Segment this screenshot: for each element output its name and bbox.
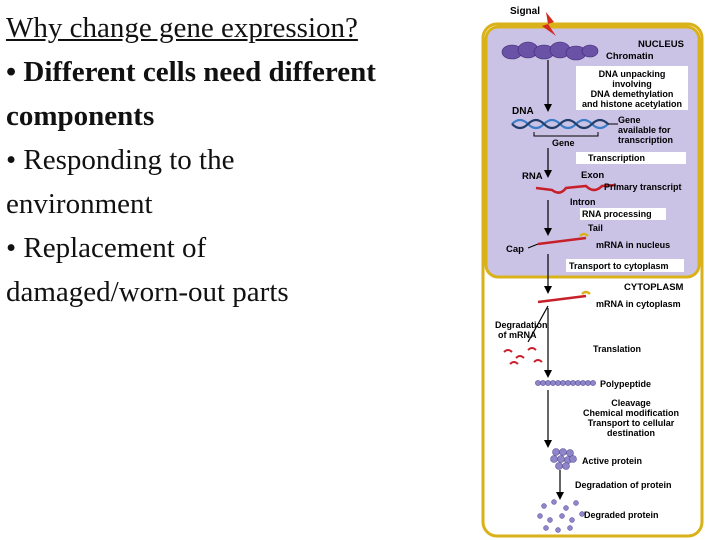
gene-bracket [533,132,599,137]
arrowhead-icon [544,228,552,236]
translation-box [576,342,680,356]
cytoplasm-outline [481,22,704,538]
polypeptide-chain [535,380,596,386]
mrna-cytoplasm-strand [537,294,587,304]
transport-box [566,259,684,272]
chemical-modification-label: Chemical modification [583,408,679,418]
cap-pointer [527,243,539,249]
gene-expression-diagram: Signal NUCLEUS Chromatin DNA unpacking i… [481,6,704,538]
mrna-nucleus-label: mRNA in nucleus [596,240,670,250]
mrna-cytoplasm-tail [581,290,591,295]
cleavage-label: Cleavage [611,398,651,408]
dna-demethylation-label: DNA demethylation [591,89,674,99]
arrowhead-icon [544,104,552,112]
arrowhead-icon [544,440,552,448]
slide-title: Why change gene expression? [6,12,358,44]
mrna-nucleus-strand [537,236,587,246]
bullet-environment-line2: environment [6,188,153,220]
bullet-different-cells-line2: components [6,100,155,132]
exon-label: Exon [581,170,604,181]
signal-label: Signal [510,6,540,17]
degradation-mrna-label-1: Degradation [495,320,548,330]
cap-label: Cap [506,244,524,255]
degradation-mrna-label-2: of mRNA [498,330,537,340]
involving-label: involving [612,79,652,89]
bullet-different-cells-line1: • Different cells need different [6,56,376,88]
chromatin-label: Chromatin [606,51,654,62]
arrowhead-icon [544,370,552,378]
arrowhead-icon [556,492,564,500]
histone-acetylation-label: and histone acetylation [582,99,682,109]
tail-label: Tail [588,223,603,233]
polypeptide-label: Polypeptide [600,379,651,389]
cleavage-box [576,396,686,440]
nucleus-label: NUCLEUS [638,39,684,50]
mrna-cytoplasm-label: mRNA in cytoplasm [596,299,681,309]
degraded-protein-label: Degraded protein [584,510,659,520]
active-protein-icon [550,448,577,470]
signal-bolt-icon [542,12,556,36]
cytoplasm-label: CYTOPLASM [624,282,684,293]
transport-cellular-label: Transport to cellular [588,418,675,428]
active-protein-label: Active protein [582,456,642,466]
degradation-protein-box [572,478,686,491]
gene-label: Gene [552,138,575,148]
intron-label: Intron [570,197,596,207]
transport-label: Transport to cytoplasm [569,261,669,271]
dna-unpacking-label: DNA unpacking [599,69,666,79]
primary-transcript-label: Primary transcript [604,182,682,192]
degraded-mrna-fragments [503,347,543,365]
rna-label: RNA [522,171,543,182]
dna-helix-strand-b [511,118,609,130]
degradation-mrna-box [492,318,556,342]
gene-available-label-2: available for [618,125,671,135]
translation-label: Translation [593,344,641,354]
degraded-protein-fragments [537,499,585,533]
arrowhead-icon [544,170,552,178]
dna-label: DNA [512,106,534,117]
transcription-box [576,152,686,164]
destination-label: destination [607,428,655,438]
slide-text-block: Why change gene expression? • Different … [6,6,476,314]
transcription-label: Transcription [588,153,645,163]
rna-processing-box [580,208,666,220]
gene-available-label-1: Gene [618,115,641,125]
arrowhead-icon [544,286,552,294]
bullet-environment-line1: • Responding to the [6,144,235,176]
chromatin-icon [501,41,599,61]
rna-processing-label: RNA processing [582,209,652,219]
bullet-replacement-line1: • Replacement of [6,232,207,264]
dna-unpacking-box [576,66,688,110]
bullet-replacement-line2: damaged/worn-out parts [6,276,289,308]
primary-transcript-strand [535,183,617,194]
mrna-tail-strand [579,232,589,237]
gene-available-label-3: transcription [618,135,673,145]
degradation-protein-label: Degradation of protein [575,480,672,490]
arrow-to-degradation [527,305,549,343]
